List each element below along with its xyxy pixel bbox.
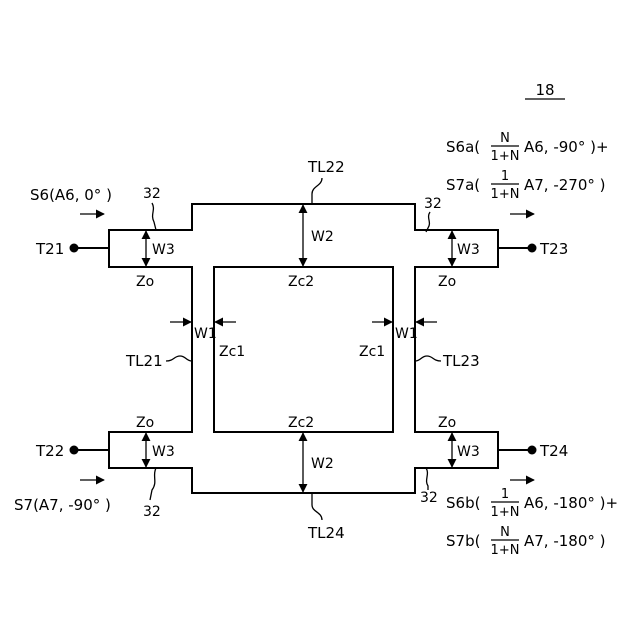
signal-s7a-prefix: S7a( [446,176,480,194]
w3-label-t24: W3 [457,444,480,460]
zc2-label-top: Zc2 [288,274,314,290]
w3-label-t22: W3 [152,444,175,460]
tl22-leader [312,178,322,204]
tl21-leader [166,356,192,361]
stub-ref-bottom-left: 32 [143,504,161,520]
port-dot-t22 [70,446,79,455]
zo-label-t24: Zo [438,415,456,431]
zc1-label-right: Zc1 [359,344,385,360]
signal-s6-label: S6(A6, 0° ) [30,186,112,204]
signal-s6a-denominator: 1+N [491,149,520,164]
signal-s7b-denominator: 1+N [491,543,520,558]
tl21-label: TL21 [125,352,163,370]
tl24-leader [312,493,322,520]
stub-ref-bottom-right: 32 [420,490,438,506]
stub-leader-bottom-right [426,468,428,490]
w2-label-top: W2 [311,229,334,245]
signal-s7-label: S7(A7, -90° ) [14,496,111,514]
tl24-label: TL24 [307,524,345,542]
signal-s7b-suffix: A7, -180° ) [524,532,606,550]
port-label-t23: T23 [539,240,568,258]
stub-ref-top-right: 32 [424,196,442,212]
port-dot-t23 [528,244,537,253]
signal-s6b-prefix: S6b( [446,494,480,512]
signal-s6b-suffix: A6, -180° )+ [524,494,618,512]
w3-label-t21: W3 [152,242,175,258]
port-dot-t21 [70,244,79,253]
signal-s6b-numerator: 1 [501,487,509,502]
w2-label-bottom: W2 [311,456,334,472]
signal-s7b-prefix: S7b( [446,532,480,550]
w1-label-left: W1 [194,326,217,342]
stub-leader-bottom-left [150,468,156,500]
port-label-t24: T24 [539,442,568,460]
zo-label-t21: Zo [136,274,154,290]
figure-number: 18 [535,81,554,99]
signal-s6a-suffix: A6, -90° )+ [524,138,609,156]
tl22-label: TL22 [307,158,345,176]
signal-s7a-numerator: 1 [501,169,509,184]
signal-s6a-prefix: S6a( [446,138,480,156]
w3-label-t23: W3 [457,242,480,258]
stub-leader-top-left [152,203,156,230]
port-label-t22: T22 [35,442,64,460]
zc2-label-bottom: Zc2 [288,415,314,431]
stub-ref-top-left: 32 [143,186,161,202]
port-dot-t24 [528,446,537,455]
signal-s7a-denominator: 1+N [491,187,520,202]
zo-label-t23: Zo [438,274,456,290]
tl23-leader [415,356,441,361]
zc1-label-left: Zc1 [219,344,245,360]
signal-s6a-numerator: N [500,131,510,146]
tl23-label: TL23 [442,352,480,370]
signal-s6b-denominator: 1+N [491,505,520,520]
signal-s7b-numerator: N [500,525,510,540]
signal-s7a-suffix: A7, -270° ) [524,176,606,194]
port-label-t21: T21 [35,240,64,258]
zo-label-t22: Zo [136,415,154,431]
w1-label-right: W1 [395,326,418,342]
